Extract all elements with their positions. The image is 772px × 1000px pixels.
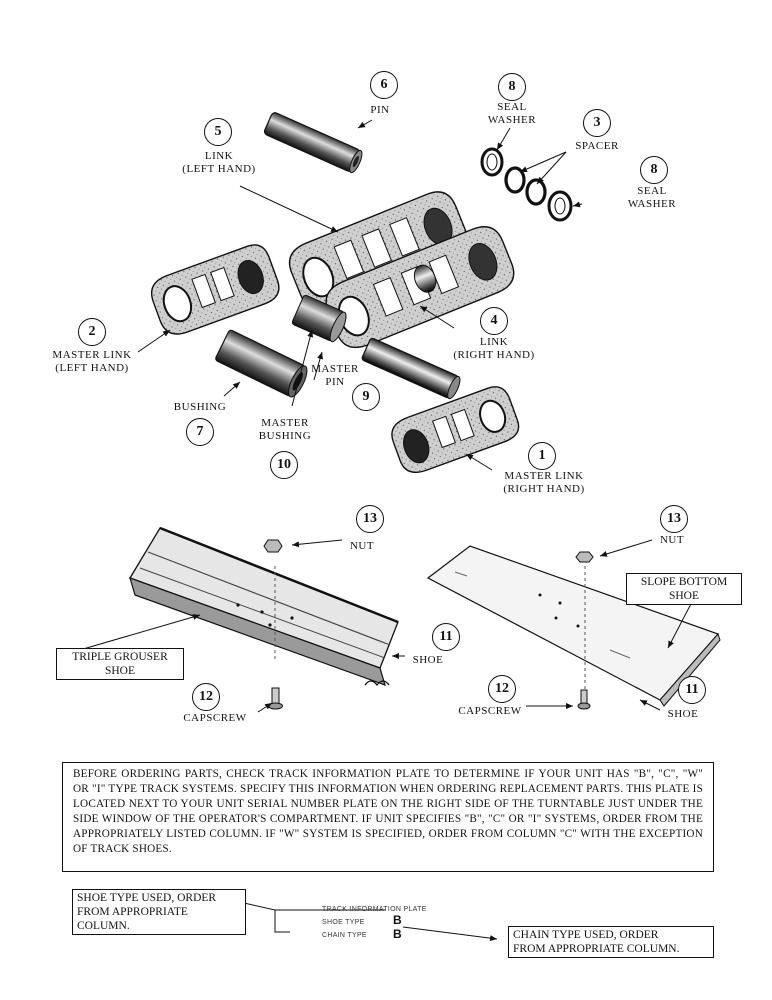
plate-chain-type-label: CHAIN TYPE — [322, 932, 367, 939]
plate-title: TRACK INFORMATION PLATE — [322, 906, 427, 913]
bushing-part — [215, 329, 308, 398]
callout-number-12-left: 12 — [192, 683, 220, 711]
callout-label-master-pin: MASTER PIN — [311, 363, 359, 388]
seal-washer-right-part — [547, 190, 573, 222]
seal-washer-top-part — [480, 147, 504, 177]
callout-number-7: 7 — [186, 418, 214, 446]
callout-label-capscrew-right: CAPSCREW — [458, 705, 522, 717]
triple-grouser-shoe-part — [129, 526, 399, 687]
callout-label-nut-left: NUT — [349, 540, 375, 552]
callout-label-pin: PIN — [370, 104, 390, 116]
callout-number-4: 4 — [480, 307, 508, 335]
nut-right-part — [575, 551, 594, 563]
capscrew-right-part — [577, 689, 591, 710]
triple-grouser-shoe-box: TRIPLE GROUSER SHOE — [56, 648, 184, 680]
callout-number-1: 1 — [528, 442, 556, 470]
capscrew-left-part — [268, 687, 283, 710]
link-left-part — [288, 191, 468, 310]
callout-label-link-right: LINK (RIGHT HAND) — [453, 336, 535, 361]
callout-label-spacer: SPACER — [575, 140, 619, 152]
callout-number-8-top: 8 — [498, 73, 526, 101]
callout-number-13-left: 13 — [356, 505, 384, 533]
master-link-right-part — [391, 386, 520, 473]
spacer-part — [504, 166, 547, 206]
callout-number-11-left: 11 — [432, 623, 460, 651]
callout-number-10: 10 — [270, 451, 298, 479]
master-pin-part — [361, 337, 461, 400]
master-link-left-part — [150, 244, 280, 335]
callout-number-12-right: 12 — [488, 675, 516, 703]
nut-left-part — [263, 539, 283, 553]
plate-shoe-type-value: B — [393, 913, 402, 927]
callout-label-capscrew-left: CAPSCREW — [183, 712, 247, 724]
link-right-part — [325, 226, 515, 349]
callout-number-3: 3 — [583, 109, 611, 137]
pin-part — [263, 112, 363, 174]
callout-number-11-right: 11 — [678, 676, 706, 704]
callout-number-8-right: 8 — [640, 156, 668, 184]
callout-label-seal-washer-right: SEAL WASHER — [627, 185, 677, 210]
callout-label-link-left: LINK (LEFT HAND) — [182, 150, 256, 175]
shoe-type-box: SHOE TYPE USED, ORDER FROM APPROPRIATE C… — [72, 889, 246, 935]
ordering-notice: BEFORE ORDERING PARTS, CHECK TRACK INFOR… — [62, 762, 714, 872]
master-bushing-part — [291, 294, 347, 343]
plate-chain-type-value: B — [393, 927, 402, 941]
callout-label-nut-right: NUT — [659, 534, 685, 546]
callout-number-5: 5 — [204, 118, 232, 146]
callout-label-master-link-left: MASTER LINK (LEFT HAND) — [52, 349, 132, 374]
plate-shoe-type-label: SHOE TYPE — [322, 919, 365, 926]
callout-label-shoe-left: SHOE — [412, 654, 444, 666]
chain-type-box: CHAIN TYPE USED, ORDER FROM APPROPRIATE … — [508, 926, 714, 958]
slope-bottom-shoe-box: SLOPE BOTTOM SHOE — [626, 573, 742, 605]
callout-number-2: 2 — [78, 318, 106, 346]
callout-number-9: 9 — [352, 383, 380, 411]
callout-label-shoe-right: SHOE — [667, 708, 699, 720]
slope-bottom-shoe-part — [426, 545, 721, 707]
callout-label-bushing: BUSHING — [173, 401, 227, 413]
callout-number-6: 6 — [370, 71, 398, 99]
callout-label-master-bushing: MASTER BUSHING — [258, 417, 312, 442]
callout-label-seal-washer-top: SEAL WASHER — [487, 101, 537, 126]
callout-label-master-link-right: MASTER LINK (RIGHT HAND) — [503, 470, 585, 495]
callout-number-13-right: 13 — [660, 505, 688, 533]
